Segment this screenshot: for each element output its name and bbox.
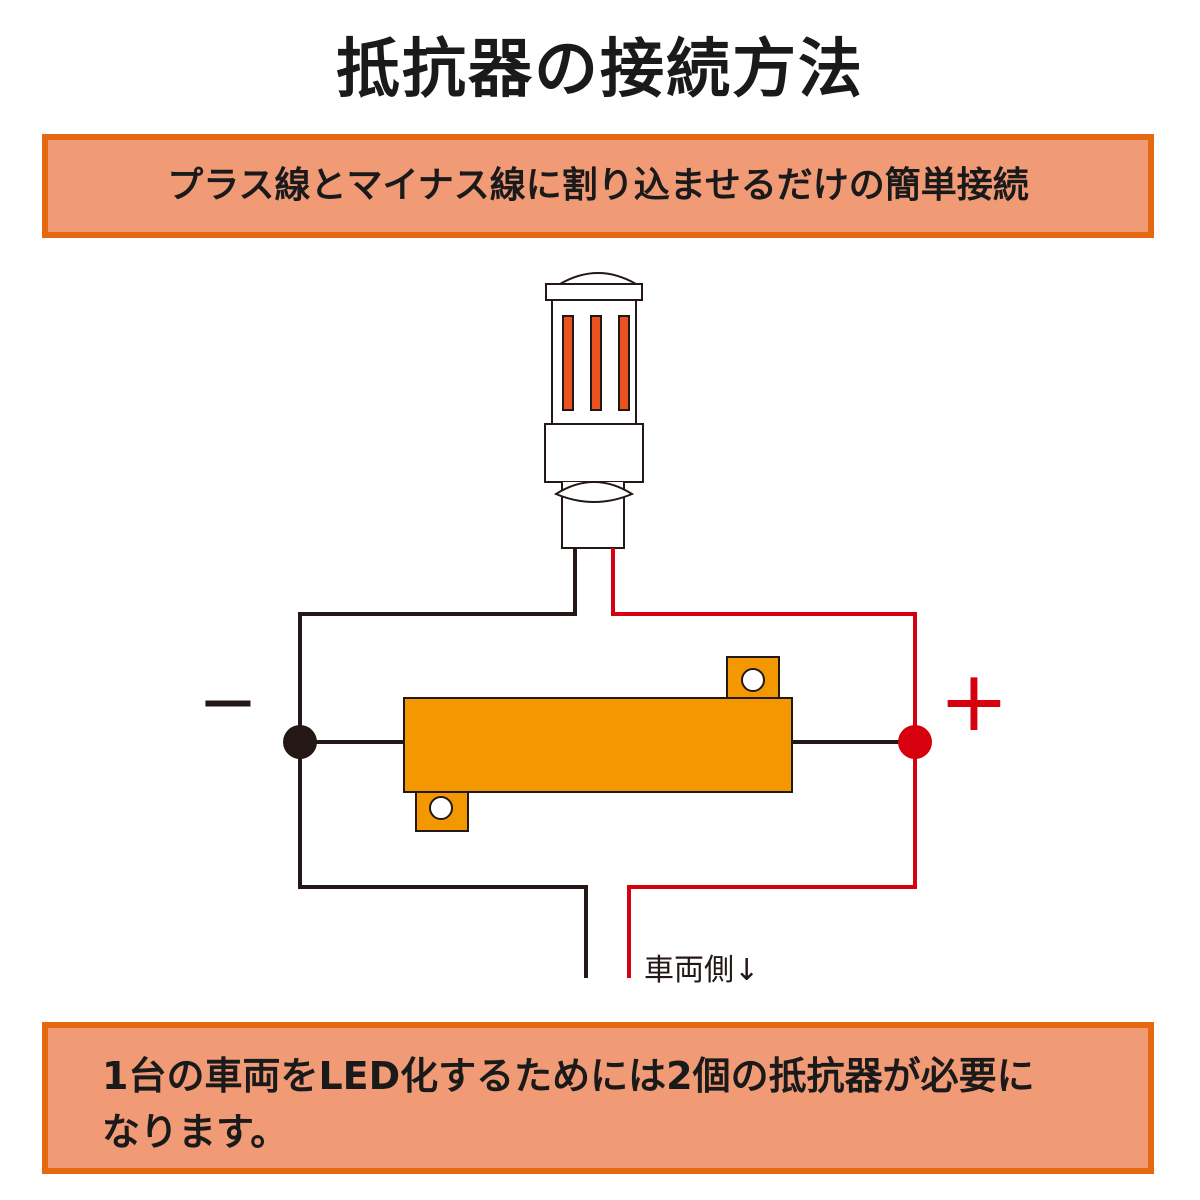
bottom-banner: 1台の車両をLED化するためには2個の抵抗器が必要に なります。 bbox=[42, 1022, 1154, 1174]
led-bulb-icon bbox=[544, 272, 644, 549]
top-banner: プラス線とマイナス線に割り込ませるだけの簡単接続 bbox=[42, 134, 1154, 238]
plus-symbol: + bbox=[939, 652, 1009, 750]
negative-junction-dot bbox=[283, 725, 317, 759]
vehicle-side-label: 車両側↓ bbox=[644, 953, 759, 988]
resistor-hole bbox=[741, 668, 765, 692]
bottom-banner-line-1: 1台の車両をLED化するためには2個の抵抗器が必要に bbox=[102, 1054, 1035, 1098]
positive-junction-dot bbox=[898, 725, 932, 759]
resistor-body bbox=[403, 697, 793, 793]
page-title: 抵抗器の接続方法 bbox=[336, 33, 864, 107]
led-stripe bbox=[562, 315, 574, 411]
led-stripe bbox=[590, 315, 602, 411]
bulb-base-curve bbox=[553, 481, 635, 503]
bottom-banner-line-2: なります。 bbox=[102, 1110, 289, 1154]
resistor-hole bbox=[429, 796, 453, 820]
led-stripe bbox=[618, 315, 630, 411]
bulb-neck bbox=[544, 423, 644, 483]
bulb-cap bbox=[545, 283, 643, 301]
bulb-dome bbox=[556, 272, 640, 285]
resistor-icon bbox=[403, 656, 793, 832]
minus-symbol: − bbox=[198, 659, 258, 743]
